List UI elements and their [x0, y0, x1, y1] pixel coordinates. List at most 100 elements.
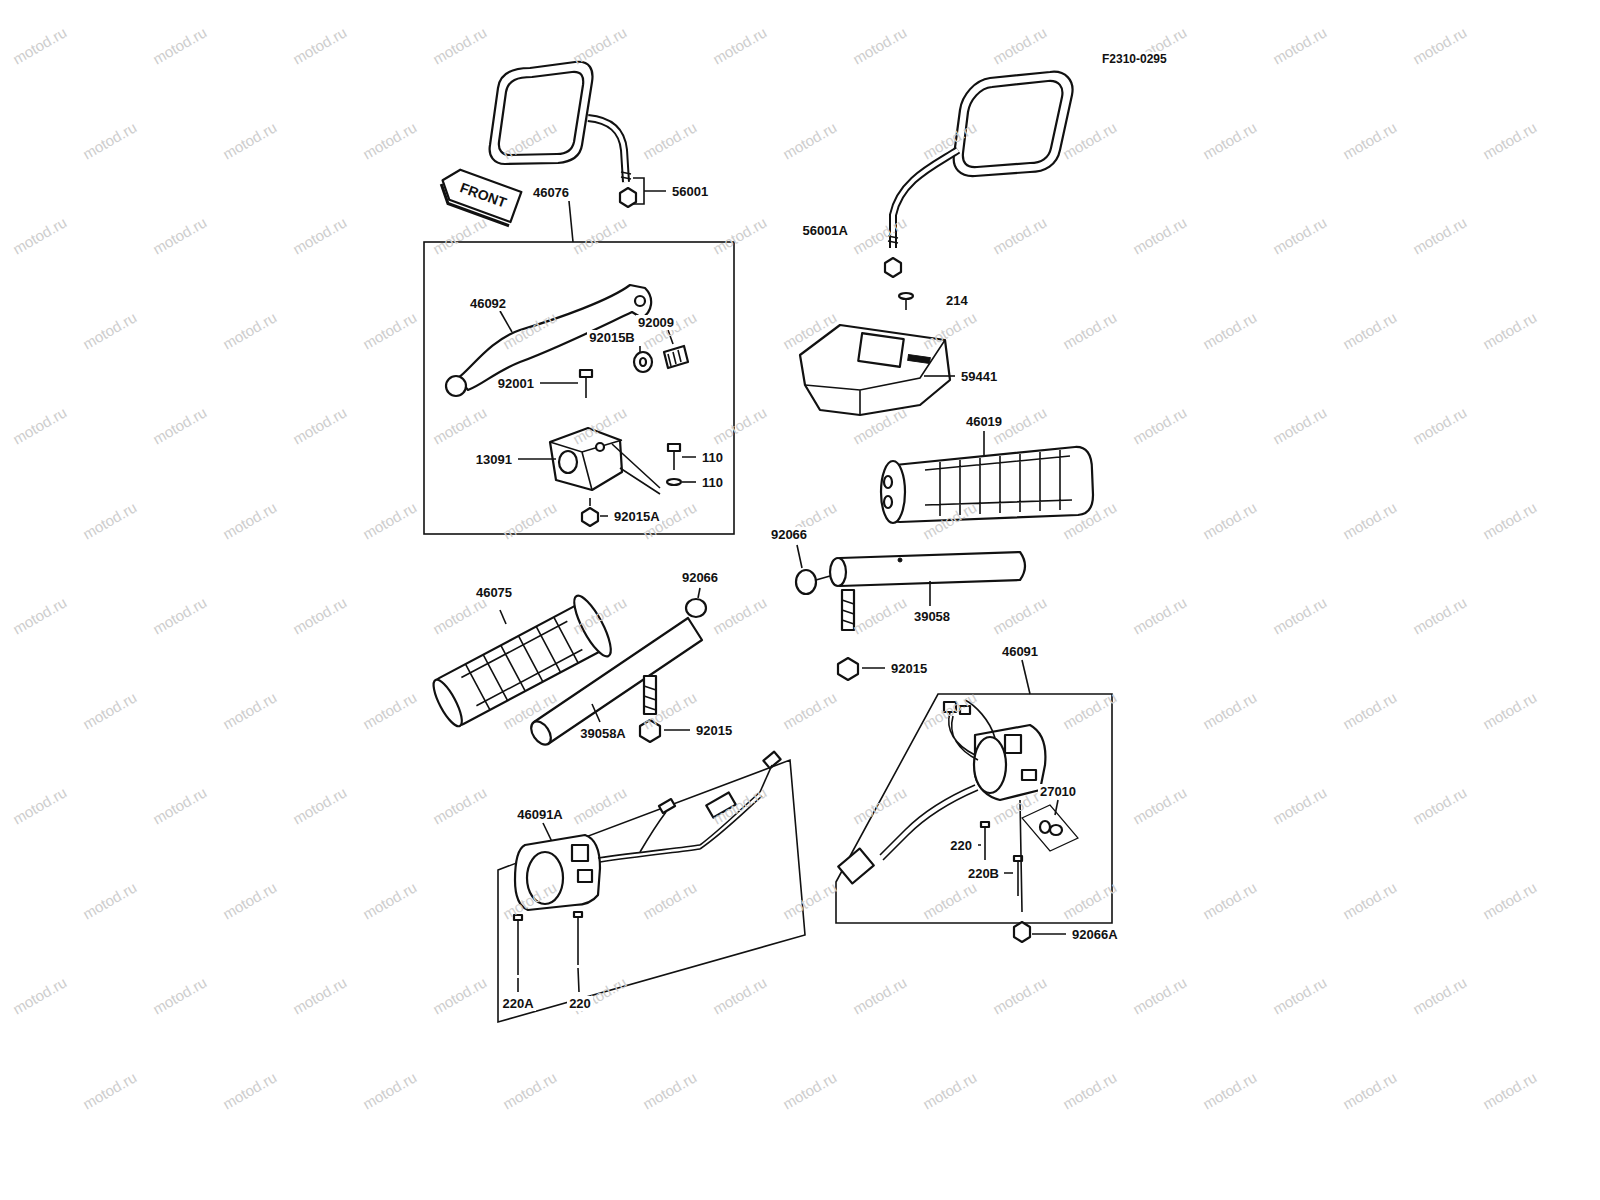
watermark: motod.ru	[150, 213, 210, 257]
callout-number: 46019	[964, 414, 1004, 429]
watermark: motod.ru	[1130, 973, 1190, 1017]
watermark: motod.ru	[80, 688, 140, 732]
watermark: motod.ru	[1060, 118, 1120, 162]
watermark: motod.ru	[360, 688, 420, 732]
throttle-tube	[796, 545, 1025, 680]
watermark: motod.ru	[150, 783, 210, 827]
watermark: motod.ru	[920, 498, 980, 542]
watermark: motod.ru	[640, 118, 700, 162]
watermark: motod.ru	[10, 213, 70, 257]
watermark: motod.ru	[500, 118, 560, 162]
switch-assembly-right	[1022, 660, 1030, 694]
watermark: motod.ru	[500, 1068, 560, 1112]
mirror-right	[963, 81, 1063, 167]
callout-number: 39058	[912, 609, 952, 624]
watermark: motod.ru	[290, 213, 350, 257]
mirror-left	[588, 118, 626, 182]
watermark: motod.ru	[780, 688, 840, 732]
watermark: motod.ru	[220, 118, 280, 162]
callout-number: 46091	[1000, 644, 1040, 659]
lever-assembly-box	[580, 370, 592, 377]
watermark: motod.ru	[10, 23, 70, 67]
callout-number: 27010	[1038, 784, 1078, 799]
watermark: motod.ru	[1340, 308, 1400, 352]
watermark: motod.ru	[430, 213, 490, 257]
watermark: motod.ru	[10, 403, 70, 447]
switch-assembly-right	[1032, 933, 1066, 935]
watermark: motod.ru	[850, 973, 910, 1017]
watermark: motod.ru	[1410, 23, 1470, 67]
watermark: motod.ru	[850, 403, 910, 447]
watermark: motod.ru	[1270, 23, 1330, 67]
watermark: motod.ru	[570, 783, 630, 827]
watermark: motod.ru	[220, 308, 280, 352]
grip-right	[925, 450, 1072, 516]
switch-assembly-right	[1005, 735, 1021, 753]
switch-assembly-right	[974, 737, 1006, 793]
watermark: motod.ru	[990, 973, 1050, 1017]
lever-assembly-box	[674, 451, 696, 470]
grip-right	[886, 447, 1093, 522]
mirror-left	[490, 62, 593, 164]
watermark: motod.ru	[1410, 783, 1470, 827]
mirror-right	[893, 150, 958, 248]
watermark: motod.ru	[780, 308, 840, 352]
callout-number: 92015B	[587, 330, 637, 345]
callout-number: 220	[948, 838, 974, 853]
throttle-tube	[797, 545, 930, 668]
watermark: motod.ru	[1410, 973, 1470, 1017]
watermark: motod.ru	[360, 878, 420, 922]
callout-number: 110	[700, 475, 725, 490]
watermark: motod.ru	[1480, 308, 1540, 352]
watermark: motod.ru	[780, 118, 840, 162]
watermark: motod.ru	[500, 308, 560, 352]
callout-number: 110	[700, 450, 725, 465]
switch-assembly-left	[517, 920, 519, 975]
watermark: motod.ru	[10, 973, 70, 1017]
lever-assembly-box	[446, 376, 466, 396]
watermark: motod.ru	[1130, 403, 1190, 447]
watermark: motod.ru	[710, 593, 770, 637]
switch-assembly-right	[836, 660, 1112, 942]
watermark: motod.ru	[290, 973, 350, 1017]
watermark: motod.ru	[570, 593, 630, 637]
callout-number: 214	[944, 293, 970, 308]
grip-right	[881, 431, 1093, 523]
watermark: motod.ru	[1060, 688, 1120, 732]
lever-assembly-box	[640, 358, 646, 366]
watermark: motod.ru	[1270, 593, 1330, 637]
watermark: motod.ru	[80, 498, 140, 542]
watermark: motod.ru	[640, 878, 700, 922]
switch-assembly-right	[1022, 805, 1078, 851]
watermark: motod.ru	[1200, 118, 1260, 162]
switch-assembly-left	[518, 968, 579, 992]
watermark: motod.ru	[710, 403, 770, 447]
lever-assembly-box	[635, 296, 645, 306]
front-arrow-text: FRONT	[456, 179, 510, 211]
watermark: motod.ru	[430, 403, 490, 447]
watermark: motod.ru	[920, 118, 980, 162]
lever-assembly-box	[596, 443, 604, 451]
watermark: motod.ru	[920, 308, 980, 352]
switch-assembly-right	[1055, 800, 1058, 815]
handlebar-tube-left	[527, 588, 706, 748]
watermark: motod.ru	[290, 403, 350, 447]
watermark: motod.ru	[850, 593, 910, 637]
watermark: motod.ru	[220, 878, 280, 922]
watermark: motod.ru	[990, 23, 1050, 67]
watermark: motod.ru	[1340, 118, 1400, 162]
lever-assembly-box	[639, 346, 641, 352]
watermark: motod.ru	[710, 213, 770, 257]
watermark: motod.ru	[990, 213, 1050, 257]
switch-assembly-right	[981, 822, 989, 827]
watermark: motod.ru	[850, 23, 910, 67]
watermark: motod.ru	[990, 593, 1050, 637]
watermark: motod.ru	[1200, 878, 1260, 922]
handlebar-tube-left	[686, 599, 706, 617]
lever-assembly-box	[668, 444, 680, 451]
watermark: motod.ru	[710, 23, 770, 67]
handlebar-tube-left	[534, 618, 702, 744]
mirror-right	[899, 293, 913, 299]
watermark: motod.ru	[920, 688, 980, 732]
watermark: motod.ru	[500, 498, 560, 542]
